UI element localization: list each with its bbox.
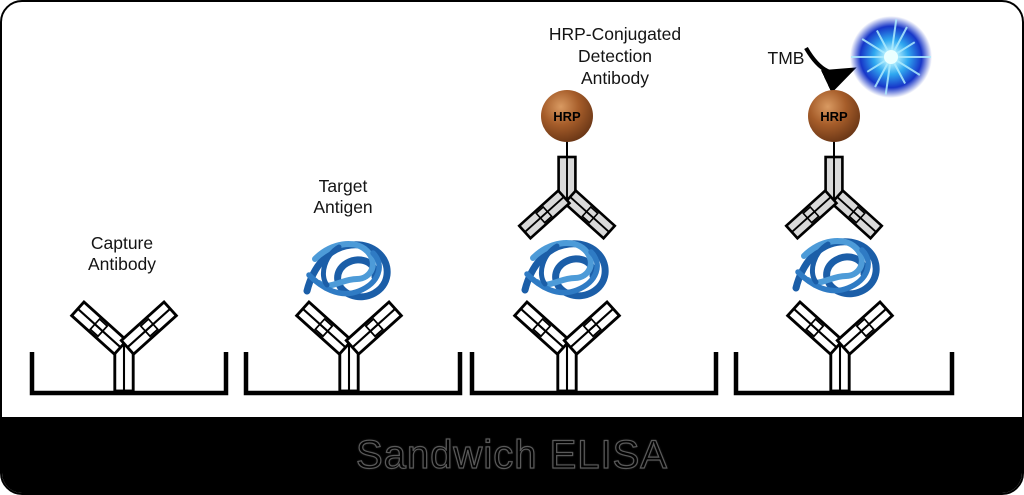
target-antigen-icon [796, 241, 876, 294]
microwell-icon [733, 352, 955, 396]
step-1-label-line-1: Capture [91, 233, 153, 253]
target-antigen-icon [307, 244, 387, 297]
capture-antibody-icon [513, 300, 621, 393]
step-2-label-line-1: Target [319, 176, 368, 196]
tmb-label: TMB [768, 48, 805, 68]
step-3-label-line-1: HRP-Conjugated [549, 24, 681, 44]
detection-antibody-icon [784, 155, 884, 240]
capture-antibody-icon [295, 300, 403, 393]
step-3-label-line-2: Detection [578, 46, 652, 66]
hrp-label: HRP [820, 109, 848, 124]
step-4-substrate: TMB HRP [733, 16, 955, 396]
detection-antibody-icon [517, 155, 617, 240]
microwell-icon [29, 352, 229, 396]
step-2-target-antigen: Target Antigen [243, 176, 463, 396]
capture-antibody-icon [786, 300, 894, 393]
step-3-label-line-3: Antibody [581, 68, 649, 88]
diagram-title: Sandwich ELISA [355, 432, 668, 477]
hrp-enzyme-icon [541, 90, 593, 142]
diagram-canvas: Capture Antibody Target Antigen HRP-Conj… [29, 16, 955, 396]
microwell-icon [243, 352, 463, 396]
step-1-capture-antibody: Capture Antibody [29, 233, 229, 396]
curved-arrow-icon [804, 46, 857, 94]
capture-antibody-icon [70, 300, 178, 393]
step-3-detection-antibody: HRP-Conjugated Detection Antibody HRP [469, 24, 719, 396]
hrp-enzyme-icon [808, 90, 860, 142]
hrp-label: HRP [553, 109, 581, 124]
target-antigen-icon [525, 243, 605, 296]
step-2-label-line-2: Antigen [313, 197, 372, 217]
title-banner: Sandwich ELISA [2, 417, 1022, 493]
step-1-label-line-2: Antibody [88, 254, 156, 274]
microwell-icon [469, 352, 719, 396]
substrate-burst-icon [850, 16, 932, 98]
